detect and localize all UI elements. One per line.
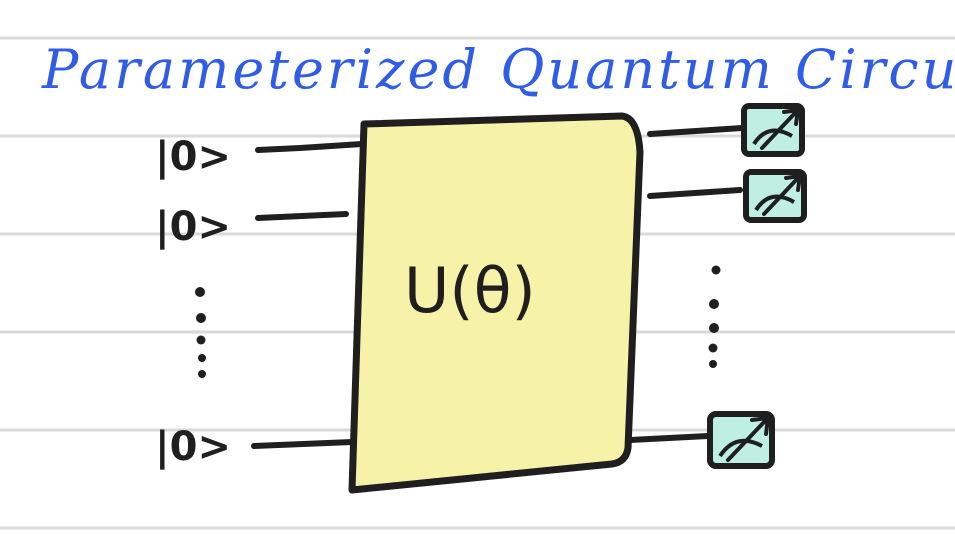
ellipsis-left-icon	[195, 287, 206, 378]
input-wire-n	[251, 439, 355, 449]
output-wire-1	[647, 125, 745, 137]
measurement-meter-icon	[741, 103, 805, 157]
diagram-title: Parameterized Quantum Circuit.	[41, 38, 955, 101]
input-ket-1: |0>	[155, 134, 231, 181]
output-wire-2	[647, 187, 743, 199]
measurement-meter-icon	[707, 411, 775, 469]
ellipsis-right-icon	[708, 265, 721, 368]
measurement-meter-icon	[743, 169, 807, 223]
input-wire-1	[255, 141, 365, 153]
input-wire-2	[255, 211, 349, 221]
input-ket-n: |0>	[155, 424, 231, 471]
unitary-gate-box	[348, 112, 644, 494]
input-ket-2: |0>	[155, 204, 231, 251]
output-wire-n	[627, 433, 711, 443]
gate-label: U(θ)	[404, 254, 536, 327]
